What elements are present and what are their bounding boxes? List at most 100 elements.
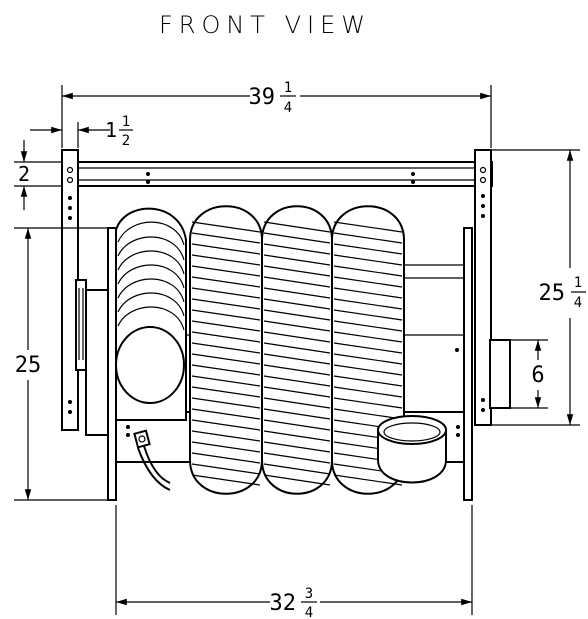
right-hose-end (377, 415, 447, 484)
coil-stripe (191, 276, 261, 288)
coil-stripe (191, 386, 261, 398)
coil-stripe (191, 441, 261, 453)
coil-stripe (333, 386, 403, 398)
dim-height-left: 25 (15, 353, 42, 378)
coil-stripe (333, 474, 403, 486)
coil-stripe (191, 309, 261, 321)
svg-text:1: 1 (574, 275, 582, 291)
coil-stripe (191, 265, 261, 277)
coil-stripe (191, 287, 261, 299)
svg-text:1: 1 (284, 80, 292, 96)
coil-stripe (191, 364, 261, 376)
dim-height-right: 25 1 4 (539, 275, 586, 311)
coil-stripe (263, 232, 331, 244)
coil-stripe (263, 430, 331, 442)
coil-stripe (333, 353, 403, 365)
coil-stripe (333, 331, 403, 343)
left-coil-stack (115, 207, 187, 421)
dim-top-offset: 2 (18, 162, 30, 186)
coil-stripe (191, 353, 261, 365)
coil-stripe (263, 298, 331, 310)
coil-stripe (191, 419, 261, 431)
coil-stripe (263, 397, 331, 409)
coil-stripe (333, 320, 403, 332)
coil-stripe (191, 474, 261, 486)
coil-stripe (263, 408, 331, 420)
coil-stripe (333, 364, 403, 376)
coil-stripe (333, 408, 403, 420)
reel-frame (61, 149, 493, 431)
left-bracket (75, 279, 87, 371)
svg-text:1: 1 (105, 118, 117, 142)
coil-stripe (191, 221, 261, 233)
coil-stripe (191, 331, 261, 343)
svg-text:1: 1 (122, 114, 130, 130)
coil-stripe (191, 375, 261, 387)
svg-text:32: 32 (270, 591, 297, 616)
coil-stripe (191, 342, 261, 354)
svg-text:39: 39 (249, 85, 276, 110)
svg-text:2: 2 (122, 133, 130, 149)
coil-stripe (333, 287, 403, 299)
coil-stripe (191, 298, 261, 310)
coil-stripe (263, 287, 331, 299)
coil-stripe (263, 342, 331, 354)
coil-stripe (263, 474, 331, 486)
coil-stripe (263, 265, 331, 277)
coil-stripe (191, 452, 261, 464)
coil-stripe (263, 364, 331, 376)
coil-stripe (263, 221, 331, 233)
coil-stripe (263, 353, 331, 365)
drive-port-box (489, 339, 511, 409)
svg-text:2: 2 (18, 162, 30, 186)
coil-stripe (333, 298, 403, 310)
coil-stripe (191, 463, 261, 475)
coil-stripe (263, 452, 331, 464)
coil-stripe (333, 254, 403, 266)
coil-stripe (263, 463, 331, 475)
dimension-lines (14, 85, 580, 615)
right-side-plate (463, 227, 473, 501)
coil-stripe (263, 331, 331, 343)
svg-text:3: 3 (305, 586, 313, 602)
coil-stripe (263, 320, 331, 332)
coil-stripe (191, 397, 261, 409)
left-gear-box (85, 289, 109, 436)
coil-stripe (263, 375, 331, 387)
coil-stripe (191, 232, 261, 244)
left-side-plate (107, 227, 117, 501)
swivel-fitting (133, 429, 151, 449)
dim-flange: 1 1 2 (105, 114, 133, 149)
post-holes (66, 166, 487, 414)
right-post (474, 149, 492, 426)
dim-base-width: 32 3 4 (270, 586, 317, 619)
view-title: FRONT VIEW (159, 11, 371, 39)
dim-port: 6 (531, 363, 544, 388)
svg-text:25: 25 (539, 281, 566, 306)
coil-stripe (333, 375, 403, 387)
hose-coils (115, 205, 447, 495)
svg-text:4: 4 (305, 605, 313, 619)
coil-stripe (333, 342, 403, 354)
coil-stripe (333, 232, 403, 244)
svg-text:4: 4 (284, 100, 292, 116)
coil-stripe (191, 320, 261, 332)
coil-stripe (191, 243, 261, 255)
svg-text:4: 4 (574, 295, 582, 311)
coil-stripe (333, 243, 403, 255)
coil-stripe (263, 243, 331, 255)
dim-overall-width: 39 1 4 (249, 80, 296, 116)
coil-stripe (263, 254, 331, 266)
coil-stripe (191, 254, 261, 266)
coil-stripe (191, 408, 261, 420)
left-coil-end (115, 326, 185, 404)
hose-lead (143, 445, 171, 484)
top-crossbar (61, 161, 493, 187)
coil-stripe (263, 309, 331, 321)
coil-stripe (333, 397, 403, 409)
svg-text:25: 25 (15, 353, 42, 378)
coil-stripe (333, 276, 403, 288)
svg-text:6: 6 (531, 363, 544, 388)
coil-stripe (263, 276, 331, 288)
